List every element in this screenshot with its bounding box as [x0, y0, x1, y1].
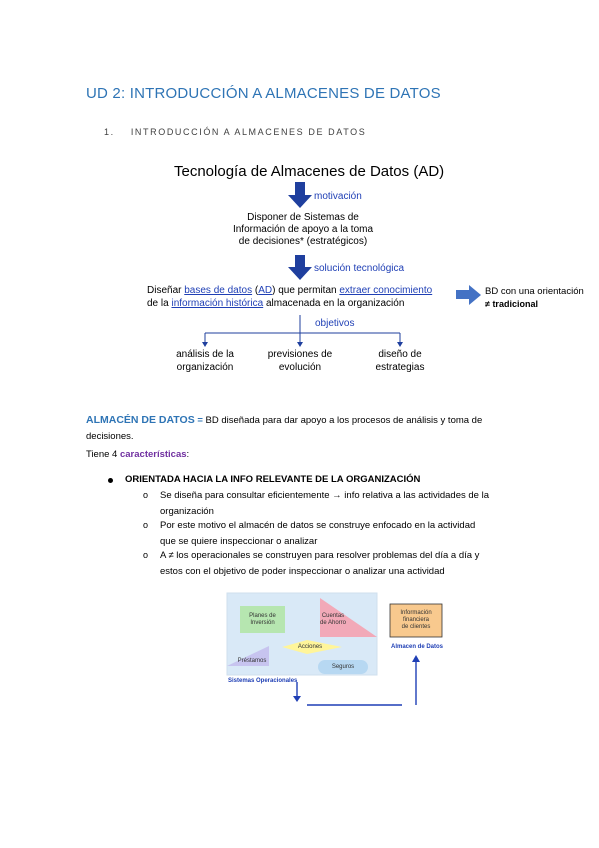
warehouse-diagram: Planes de Inversión Cuentas de Ahorro Ac… [222, 590, 462, 710]
sub-bullet-icon: o [143, 490, 149, 500]
link-ad[interactable]: AD [258, 285, 273, 296]
goal-line: evolución [278, 362, 322, 373]
goal-line: organización [176, 362, 234, 373]
box-line: de clientes [401, 624, 431, 630]
goal-line: previsiones de [267, 349, 333, 360]
solution-label: solución tecnológica [314, 263, 405, 274]
link-bases-de-datos[interactable]: bases de datos [184, 285, 253, 296]
sub-item-1: Se diseña para consultar eficientemente … [160, 488, 520, 520]
sub-item-line: Se diseña para consultar eficientemente … [160, 490, 489, 501]
info-label: Información financiera de clientes [390, 610, 442, 631]
motivation-line: de decisiones* (estratégicos) [238, 236, 368, 247]
cuentas-label: Cuentas de Ahorro [318, 613, 348, 627]
text-span: Tiene 4 [86, 449, 120, 460]
prestamos-label: Préstamos [237, 658, 267, 664]
box-line: financiera [402, 617, 429, 623]
sub-item-line: organización [160, 506, 214, 517]
text-span: almacenada en la organización [263, 298, 405, 309]
sub-item-line: Por este motivo el almacén de datos se c… [160, 520, 476, 531]
side-note-line: ≠ tradicional [485, 299, 538, 309]
diagram-arrows [202, 182, 481, 347]
technology-diagram: Tecnología de Almacenes de Datos (AD) mo… [140, 155, 590, 385]
characteristics-term: características [119, 449, 187, 460]
definition-text: BD diseñada para dar apoyo a los proceso… [205, 415, 483, 426]
sub-item-line: A ≠ los operacionales se construyen para… [160, 550, 480, 561]
warehouse-shapes [226, 592, 443, 706]
goal-line: diseño de [378, 349, 422, 360]
down-arrow-icon [293, 696, 301, 702]
link-extraer-conocimiento[interactable]: extraer conocimiento [339, 285, 433, 296]
goal-line: análisis de la [176, 349, 234, 360]
definition-line: ALMACÉN DE DATOS = BD diseñada para dar … [86, 412, 506, 429]
up-arrow-icon [412, 655, 420, 662]
acciones-label: Acciones [297, 644, 323, 650]
seguros-box [318, 660, 368, 674]
motivation-line: Información de apoyo a la toma [232, 224, 374, 235]
link-informacion-historica[interactable]: información histórica [171, 298, 264, 309]
sub-item-3: A ≠ los operacionales se construyen para… [160, 548, 530, 580]
text-span: : [186, 449, 190, 460]
operational-label: Sistemas Operacionales [228, 678, 298, 684]
warehouse-label: Almacen de Datos [390, 644, 444, 650]
motivation-label: motivación [314, 191, 362, 202]
down-arrow-icon [288, 182, 312, 208]
right-arrow-icon [456, 285, 481, 305]
definition-line: decisiones. [86, 431, 134, 442]
objetivos-tree [204, 315, 401, 343]
goal-line: estrategias [375, 362, 425, 373]
sub-item-line: que se quiere inspeccionar o analizar [160, 536, 318, 547]
down-arrow-icon [288, 255, 312, 280]
box-line: Inversión [250, 620, 275, 626]
box-line: Información [400, 610, 432, 616]
goal-diseno: diseño de estrategias [350, 348, 450, 374]
goal-previsiones: previsiones de evolución [250, 348, 350, 374]
motivation-line: Disponer de Sistemas de [247, 212, 359, 223]
solution-line-b: de la información histórica almacenada e… [147, 298, 404, 309]
prestamos-triangle [227, 646, 269, 666]
planes-box [240, 606, 285, 633]
text-span: ) que permitan [272, 285, 340, 296]
solution-line-a: Diseñar bases de datos (AD) que permitan… [147, 285, 432, 296]
sub-bullet-icon: o [143, 550, 149, 560]
planes-label: Planes de Inversión [240, 613, 285, 627]
acciones-diamond [282, 640, 342, 654]
subsection-title: INTRODUCCIÓN A ALMACENES DE DATOS [130, 127, 367, 137]
bullet-icon [108, 478, 113, 483]
definition-equals: = [194, 415, 206, 426]
motivation-box: Disponer de Sistemas de Información de a… [228, 212, 378, 248]
side-note-line: BD con una orientación [485, 286, 584, 297]
objetivos-label: objetivos [315, 318, 355, 329]
subsection-heading: 1. INTRODUCCIÓN A ALMACENES DE DATOS [104, 127, 366, 137]
box-line: Cuentas [321, 613, 345, 619]
box-line: de Ahorro [319, 620, 347, 626]
subsection-number: 1. [104, 127, 115, 137]
side-note: BD con una orientación ≠ tradicional [485, 285, 584, 311]
diagram-title: Tecnología de Almacenes de Datos (AD) [174, 163, 445, 180]
box-line: Planes de [249, 613, 276, 619]
text-span: ( [252, 285, 259, 296]
text-span: de la [147, 298, 172, 309]
characteristics-intro: Tiene 4 características: [86, 447, 189, 463]
bullet-item-1: ORIENTADA HACIA LA INFO RELEVANTE DE LA … [125, 474, 421, 485]
goal-analisis: análisis de la organización [155, 348, 255, 374]
sub-bullet-icon: o [143, 520, 149, 530]
sub-item-2: Por este motivo el almacén de datos se c… [160, 518, 520, 550]
text-span: Diseñar [147, 285, 185, 296]
sub-item-line: estos con el objetivo de poder inspeccio… [160, 566, 445, 577]
page-title: UD 2: INTRODUCCIÓN A ALMACENES DE DATOS [86, 85, 441, 102]
seguros-label: Seguros [331, 664, 355, 670]
info-box [389, 603, 443, 638]
definition-paragraph: ALMACÉN DE DATOS = BD diseñada para dar … [86, 412, 506, 445]
cuentas-triangle [320, 598, 377, 637]
definition-term: ALMACÉN DE DATOS [86, 414, 195, 426]
